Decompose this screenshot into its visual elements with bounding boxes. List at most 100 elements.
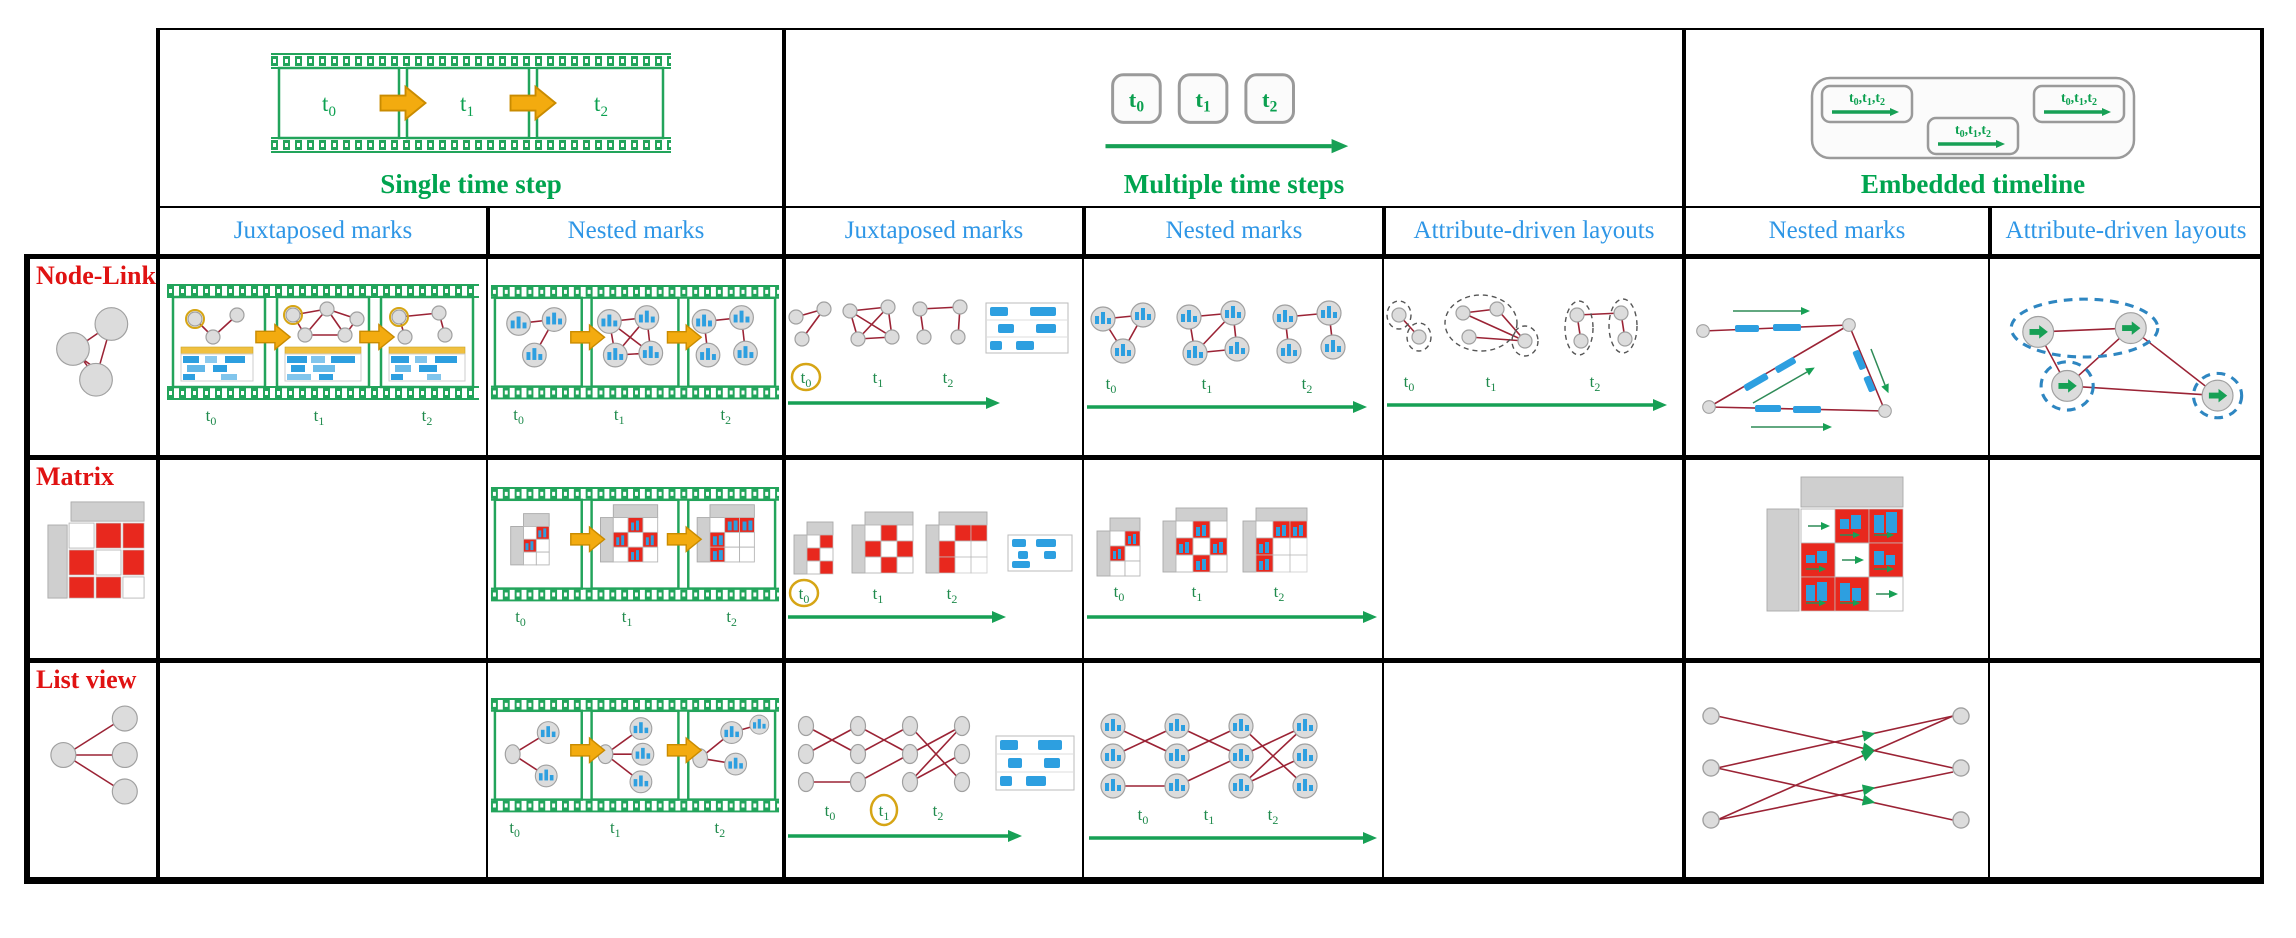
- nl-single-nested-diagram: t0 t1 t2: [490, 284, 780, 427]
- header-group-single: t0 t1 t2 Single time step: [156, 28, 782, 208]
- embedded-box-3: t0,t1,t2: [2032, 84, 2126, 124]
- embedded-box-label: t0,t1,t2: [1849, 91, 1885, 108]
- timeline-arrow-icon: [992, 611, 1006, 623]
- list-view-graph-icon: [50, 705, 138, 805]
- highlighted-t0: t0: [790, 362, 822, 392]
- cell-matrix-single-nested: t0 t1 t2: [486, 460, 782, 658]
- row-label: Node-Link: [36, 261, 156, 290]
- timeline-chart: [985, 302, 1069, 354]
- cell-lv-multiple-attribute-empty: [1382, 663, 1682, 877]
- t0-label: t0: [1138, 805, 1149, 827]
- matrix-t0: [1096, 517, 1141, 577]
- subheader-nested-1: Nested marks: [486, 208, 782, 254]
- cell-matrix-multiple-nested: t0 t1 t2: [1082, 460, 1382, 658]
- bottom-rule: [24, 877, 2264, 884]
- t1-label: t1: [873, 584, 884, 606]
- nl-embedded-nested-diagram: [1696, 307, 1893, 431]
- multiple-time-steps-illustration: t0 t1 t2: [1105, 73, 1349, 154]
- header-spacer: [24, 28, 156, 208]
- t0-label: t0: [513, 405, 524, 427]
- single-time-step-illustration: t0 t1 t2: [271, 53, 671, 153]
- row-header-list-view: List view: [24, 663, 156, 877]
- highlighted-t1: t1: [869, 793, 899, 827]
- cell-lv-embedded-attribute-empty: [1988, 663, 2264, 877]
- timeline-arrow-icon: [1363, 832, 1377, 844]
- subheader-row: Juxtaposed marks Nested marks Juxtaposed…: [24, 208, 2264, 254]
- header-band: t0 t1 t2 Single time step t0 t1 t2 Multi…: [24, 28, 2264, 208]
- t2-label: t2: [720, 405, 731, 427]
- t1-label: t1: [873, 368, 884, 390]
- list-edges: [1112, 725, 1306, 787]
- cell-matrix-multiple-juxtaposed: t0 t1 t2: [782, 460, 1082, 658]
- t2-box-label: t2: [1262, 87, 1278, 116]
- t2-label: t2: [943, 368, 954, 390]
- t0-label: t0: [322, 91, 336, 120]
- subheader-spacer: [24, 208, 156, 254]
- embedded-box-1: t0,t1,t2: [1820, 84, 1914, 124]
- t2-label: t2: [715, 818, 726, 840]
- timeline-arrow-icon: [1008, 830, 1022, 842]
- matrix-multiple-nested-diagram: t0 t1 t2: [1087, 507, 1377, 623]
- cell-nl-single-nested: t0 t1 t2: [486, 259, 782, 455]
- t1-label: t1: [622, 607, 633, 629]
- cell-matrix-embedded-attribute-empty: [1988, 460, 2264, 658]
- list-t1: [597, 717, 655, 794]
- highlighted-t0: t0: [788, 578, 820, 608]
- list-t2: [692, 714, 770, 776]
- t0-label: t0: [799, 584, 810, 606]
- t2-label: t2: [933, 801, 944, 823]
- graph-t1: [1444, 294, 1539, 357]
- graph-t0: [1090, 302, 1156, 364]
- t2-label: t2: [1302, 374, 1313, 396]
- adjacency-matrix-icon: [47, 501, 145, 599]
- graph-t2: [691, 305, 758, 368]
- matrix-t1: [600, 504, 659, 563]
- cell-matrix-single-juxtaposed-empty: [156, 460, 486, 658]
- film-strip-icon: [271, 53, 671, 153]
- matrix-t1: [851, 511, 914, 574]
- timeline-arrow-icon: [1363, 611, 1377, 623]
- timeline-arrow-icon: [986, 397, 1000, 409]
- node-with-arrow: [2201, 379, 2234, 412]
- t1-label: t1: [610, 818, 621, 840]
- nl-multiple-attribute-diagram: t0 t1 t2: [1386, 294, 1667, 411]
- row-header-matrix: Matrix: [24, 460, 156, 658]
- cell-lv-multiple-juxtaposed: t0 t1 t2: [782, 663, 1082, 877]
- t0-label: t0: [515, 607, 526, 629]
- row-node-link: Node-Link: [24, 259, 2264, 455]
- row-matrix: Matrix: [24, 460, 2264, 658]
- timeline-arrow-icon: [1331, 139, 1349, 154]
- row-label: List view: [36, 665, 137, 694]
- graph-t0: [506, 307, 567, 368]
- node-with-arrow: [2114, 312, 2147, 345]
- t2-label: t2: [1274, 582, 1285, 604]
- subheader-juxtaposed-1: Juxtaposed marks: [156, 208, 486, 254]
- matrix-t0: [793, 521, 834, 575]
- matrix-t0: [510, 513, 550, 566]
- row-header-node-link: Node-Link: [24, 259, 156, 455]
- t2-label: t2: [422, 406, 433, 428]
- graph-t2: [1272, 300, 1346, 364]
- cell-matrix-multiple-attribute-empty: [1382, 460, 1682, 658]
- graph-t1: [596, 305, 664, 368]
- header-label-embedded: Embedded timeline: [1860, 169, 2086, 199]
- cell-nl-multiple-attribute: t0 t1 t2: [1382, 259, 1682, 455]
- t1-label: t1: [1204, 805, 1215, 827]
- t1-label: t1: [1486, 372, 1497, 394]
- cell-nl-embedded-attribute: [1988, 259, 2264, 455]
- row-divider: [24, 254, 2264, 259]
- t0-label: t0: [1106, 374, 1117, 396]
- header-label-multiple: Multiple time steps: [1123, 169, 1345, 199]
- graph-t1: [842, 299, 900, 347]
- t2-label: t2: [726, 607, 737, 629]
- embedded-box-label: t0,t1,t2: [1955, 123, 1991, 140]
- cell-nl-embedded-nested: [1682, 259, 1988, 455]
- subheader-attribute-1: Attribute-driven layouts: [1382, 208, 1682, 254]
- list-nodes: [797, 715, 971, 793]
- graph-t0: [1386, 300, 1432, 352]
- lv-single-nested-diagram: t0 t1 t2: [490, 697, 780, 840]
- t2-label: t2: [1268, 805, 1279, 827]
- list-t0: [504, 721, 560, 788]
- subheader-nested-3: Nested marks: [1682, 208, 1988, 254]
- matrix-t2: [925, 511, 988, 574]
